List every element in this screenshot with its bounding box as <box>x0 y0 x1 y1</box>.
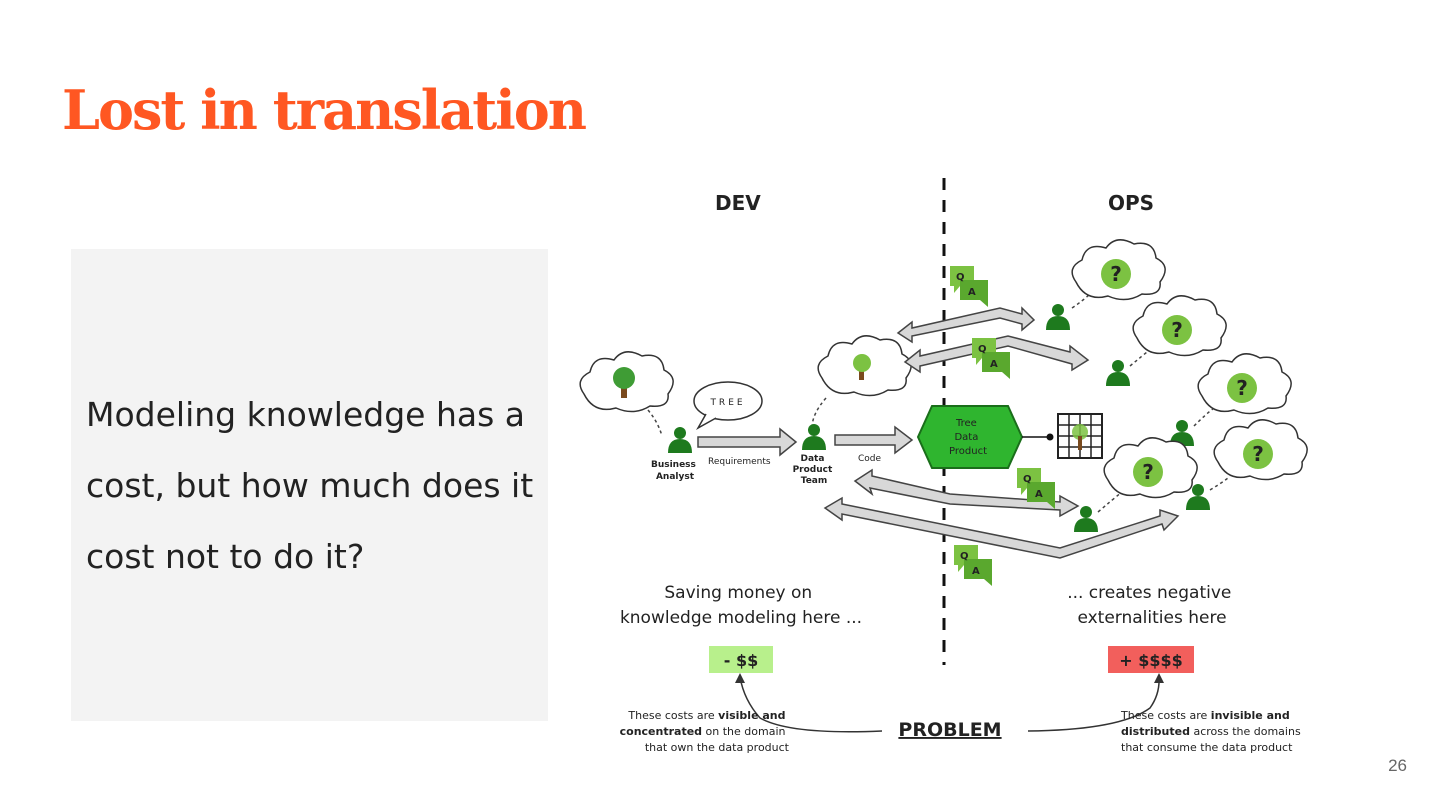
svg-text:A: A <box>968 287 976 298</box>
qa-badge-1: Q A <box>950 266 988 307</box>
svg-text:?: ? <box>1252 442 1264 466</box>
code-arrow <box>835 427 912 453</box>
problem-left-connector <box>740 677 882 732</box>
requirements-label: Requirements <box>708 457 771 467</box>
question-cloud: ? <box>1104 438 1197 498</box>
svg-text:?: ? <box>1171 318 1183 342</box>
data-product-team-thought-cloud <box>818 336 911 396</box>
text-panel: Modeling knowledge has a cost, but how m… <box>71 249 548 721</box>
code-label: Code <box>858 454 882 464</box>
ops-consumer-5: ? <box>1186 420 1307 510</box>
svg-text:Q: Q <box>956 272 965 283</box>
svg-text:?: ? <box>1142 460 1154 484</box>
svg-text:- $$: - $$ <box>724 651 758 670</box>
dev-label: DEV <box>715 191 761 215</box>
svg-text:Q: Q <box>978 344 987 355</box>
data-product-team-icon <box>802 424 826 450</box>
ops-cost-box: + $$$$ <box>1108 646 1194 673</box>
dev-cost-box: - $$ <box>709 646 773 673</box>
problem-label: PROBLEM <box>898 719 1001 741</box>
tree-data-product-hexagon: Tree Data Product <box>918 406 1022 468</box>
svg-text:A: A <box>972 566 980 577</box>
data-table-icon <box>1058 414 1102 458</box>
body-text: Modeling knowledge has a cost, but how m… <box>86 379 541 592</box>
tree-speech-bubble: TREE <box>694 382 762 428</box>
svg-text:?: ? <box>1236 376 1248 400</box>
business-analyst-icon <box>668 427 692 453</box>
slide-title: Lost in translation <box>62 78 585 142</box>
svg-text:A: A <box>1035 489 1043 500</box>
question-cloud: ? <box>1072 240 1165 300</box>
svg-text:+ $$$$: + $$$$ <box>1119 651 1183 670</box>
page-number: 26 <box>1388 756 1407 776</box>
left-caption: Saving money on knowledge modeling here … <box>620 583 862 628</box>
dev-cost-note: These costs are visible and concentrated… <box>620 709 790 754</box>
question-cloud: ? <box>1133 296 1226 356</box>
qa-badge-4: Q A <box>954 545 992 586</box>
svg-text:?: ? <box>1110 262 1122 286</box>
question-cloud: ? <box>1214 420 1307 480</box>
svg-text:A: A <box>990 359 998 370</box>
business-analyst-thought-cloud <box>580 352 673 412</box>
question-cloud: ? <box>1198 354 1291 414</box>
lost-in-translation-diagram: DEV OPS Business Analyst TREE Requiremen… <box>560 170 1420 770</box>
problem-right-connector <box>1028 677 1159 731</box>
right-caption: ... creates negative externalities here <box>1067 583 1237 628</box>
ops-cost-note: These costs are invisible and distribute… <box>1120 709 1304 754</box>
ops-label: OPS <box>1108 191 1154 215</box>
svg-text:Q: Q <box>1023 474 1032 485</box>
svg-text:Q: Q <box>960 551 969 562</box>
data-product-team-label: Data Product Team <box>793 454 836 486</box>
business-analyst-label: Business Analyst <box>651 460 699 482</box>
requirements-arrow <box>698 429 796 455</box>
svg-text:TREE: TREE <box>709 398 745 408</box>
